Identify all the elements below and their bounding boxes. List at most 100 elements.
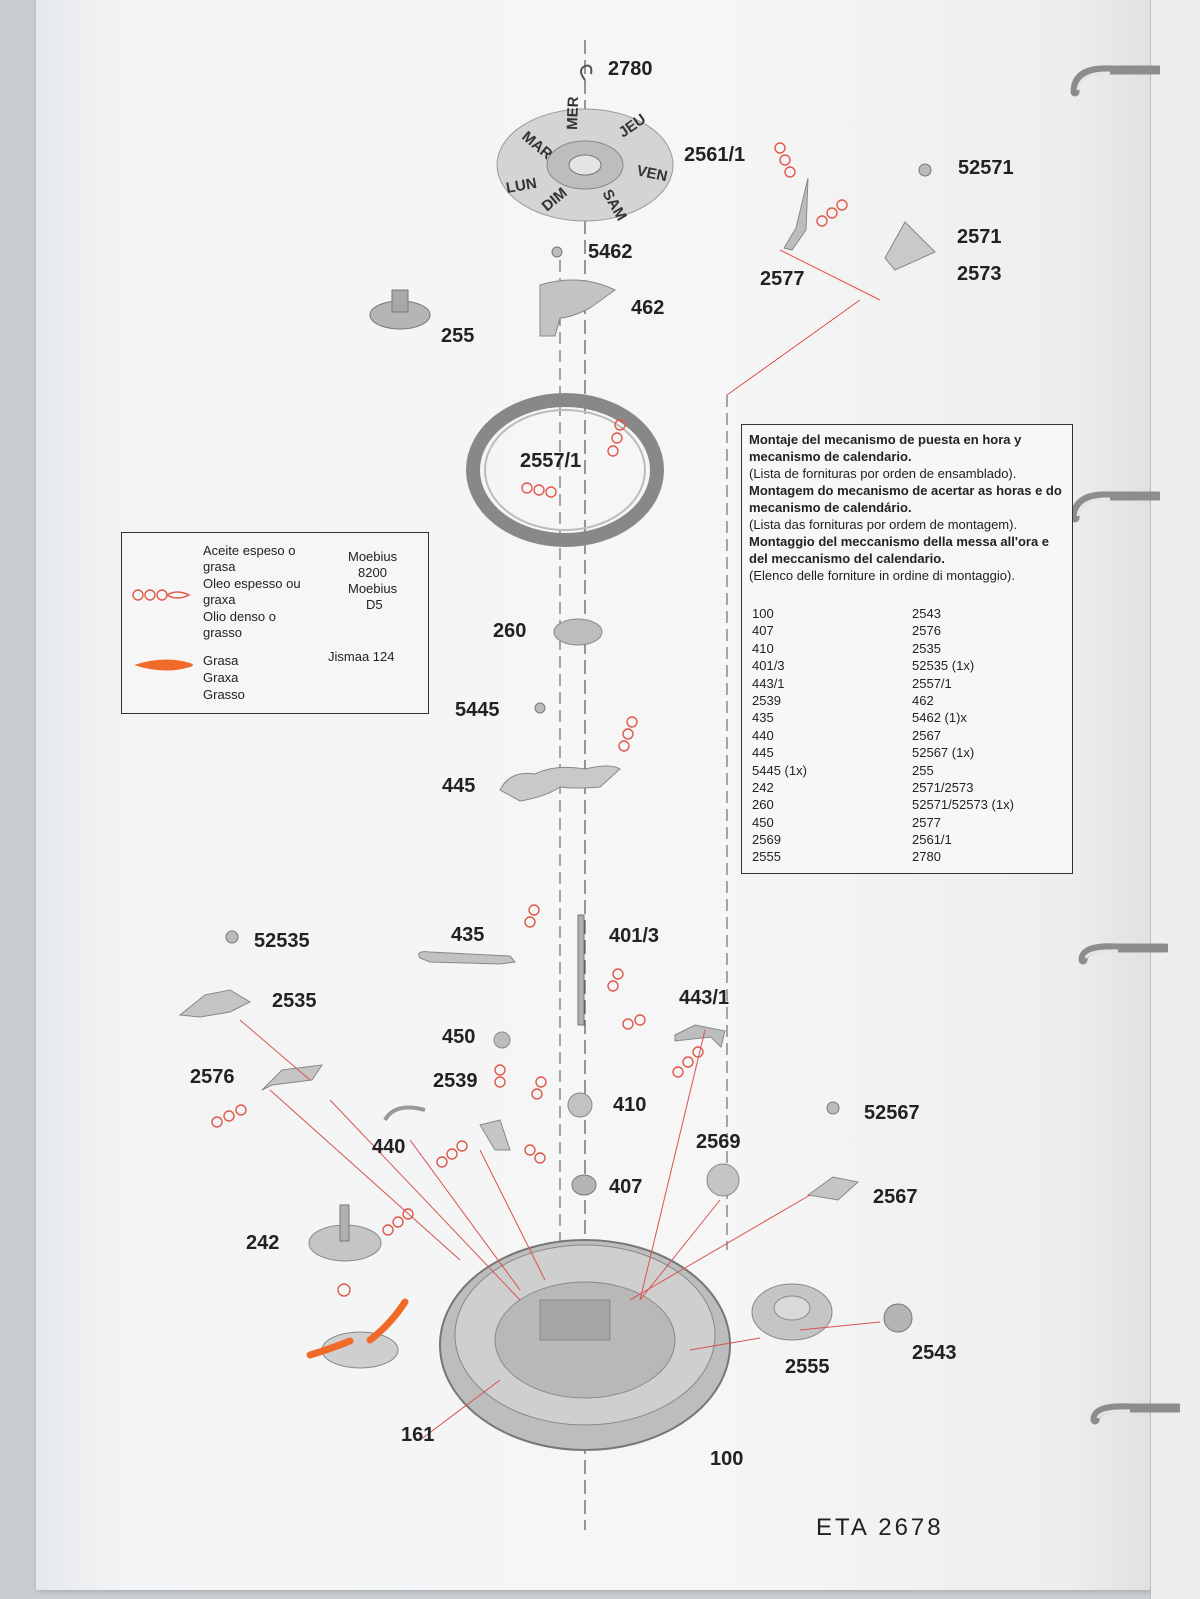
guide-line: [726, 299, 861, 396]
day-dim: DIM: [539, 184, 571, 215]
list-item: 435: [752, 710, 774, 726]
list-item: 407: [752, 623, 774, 639]
screw-52535-icon: [225, 930, 239, 944]
legend-grease-line-3: Grasso: [203, 687, 245, 702]
day-mar: MAR: [518, 128, 555, 163]
list-item: 2557/1: [912, 675, 952, 691]
screw-5445-icon: [534, 702, 546, 714]
part-445-icon: [499, 765, 621, 802]
list-item: 260: [752, 797, 774, 813]
list-item: 2567: [912, 727, 941, 743]
list-item: 5462 (1)x: [912, 710, 967, 726]
parts-list-col-1: 100 407 410 401/3 443/1 2539 435 440 445…: [752, 605, 807, 866]
label-2539: 2539: [433, 1070, 478, 1092]
list-item: 2576: [912, 623, 941, 639]
list-item: 5445 (1x): [752, 762, 807, 778]
label-435: 435: [451, 924, 485, 946]
part-435-icon: [418, 951, 516, 965]
part-2535-icon: [178, 989, 252, 1018]
legend-grease-line-1: Grasa: [203, 653, 239, 668]
part-2576-icon: [261, 1064, 324, 1091]
info-title-es: Montaje del mecanismo de puesta en hora …: [749, 432, 1022, 464]
list-item: 2555: [752, 849, 781, 865]
legend-oil-product-3: Moebius: [348, 581, 398, 596]
day-mer: MER: [564, 96, 582, 130]
label-2567: 2567: [873, 1186, 918, 1208]
list-item: 440: [752, 727, 774, 743]
part-2780-icon: [580, 64, 593, 81]
label-2573: 2573: [957, 263, 1002, 285]
label-2535: 2535: [272, 990, 317, 1012]
label-445: 445: [442, 775, 476, 797]
date-ring-icon: [466, 393, 664, 547]
grease-mark-icon: [306, 1337, 354, 1359]
part-450-icon: [493, 1031, 511, 1049]
legend-oil-line-6: grasso: [203, 625, 243, 640]
list-item: 52571/52573 (1x): [912, 797, 1014, 813]
list-item: 443/1: [752, 675, 785, 691]
screw-5462-icon: [551, 246, 563, 258]
list-item: 2539: [752, 692, 781, 708]
info-sub-es: (Lista de fornituras por orden de ensamb…: [749, 466, 1017, 481]
legend-grease-line-2: Graxa: [203, 670, 239, 685]
list-item: 255: [912, 762, 934, 778]
legend-grease-product: Jismaa 124: [328, 649, 395, 664]
legend-oil-product-4: D5: [366, 597, 383, 612]
label-5462: 5462: [588, 241, 633, 263]
guide-lines-red: [239, 1019, 881, 1441]
list-item: 401/3: [752, 658, 785, 674]
movement-caliber-title: ETA 2678: [816, 1514, 944, 1541]
label-2576: 2576: [190, 1066, 235, 1088]
part-443-1-icon: [674, 1024, 726, 1048]
list-item: 445: [752, 745, 774, 761]
list-item: 52535 (1x): [912, 658, 975, 674]
label-2571: 2571: [957, 226, 1002, 248]
legend-oil-product-1: Moebius: [348, 549, 398, 564]
screw-52567-icon: [826, 1101, 840, 1115]
binder-ring-2: [1070, 491, 1160, 523]
part-2571-icon: [884, 221, 936, 271]
legend-oil-product-2: 8200: [358, 565, 387, 580]
part-2569-icon: [706, 1163, 740, 1197]
next-page-edge: [1150, 0, 1200, 1599]
info-sub-it: (Elenco delle forniture in ordine di mon…: [749, 568, 1015, 583]
label-407: 407: [609, 1176, 643, 1198]
part-440-icon: [383, 1105, 426, 1122]
label-255: 255: [441, 325, 475, 347]
info-header: Montaje del mecanismo de puesta en hora …: [749, 431, 1067, 584]
list-item: 462: [912, 692, 934, 708]
list-item: 2780: [912, 849, 941, 865]
legend-oil-line-2: grasa: [203, 559, 236, 574]
label-2780: 2780: [608, 58, 653, 80]
list-item: 2561/1: [912, 832, 952, 848]
part-2543-icon: [883, 1303, 913, 1333]
part-260-icon: [553, 618, 603, 646]
list-item: 2535: [912, 640, 941, 656]
legend-oil-line-1: Aceite espeso o: [203, 543, 296, 558]
day-lun: LUN: [505, 175, 538, 197]
list-item: 242: [752, 779, 774, 795]
guide-line-2577: [779, 249, 881, 301]
list-item: 450: [752, 814, 774, 830]
label-52567: 52567: [864, 1102, 920, 1124]
label-410: 410: [613, 1094, 647, 1116]
lubrication-legend: Aceite espeso o grasa Oleo espesso ou gr…: [121, 532, 429, 714]
part-407-icon: [571, 1174, 597, 1196]
label-2561-1: 2561/1: [684, 144, 746, 166]
binder-ring-3: [1078, 943, 1168, 965]
list-item: 2571/2573: [912, 779, 974, 795]
list-item: 2543: [912, 606, 941, 621]
part-462-icon: [539, 279, 616, 337]
list-item: 52567 (1x): [912, 745, 975, 761]
label-100: 100: [710, 1448, 744, 1470]
label-401-3: 401/3: [609, 925, 660, 947]
parts-list-col-2: 2543 2576 2535 52535 (1x) 2557/1 462 546…: [912, 605, 1014, 866]
label-2557-1: 2557/1: [520, 450, 582, 472]
oil-markers: [211, 142, 848, 1297]
oil-symbol-icon: [132, 589, 191, 601]
grease-mark-icon-2: [366, 1298, 409, 1344]
label-2543: 2543: [912, 1342, 957, 1364]
part-2567-icon: [806, 1176, 860, 1201]
legend-oil-line-3: Oleo espesso ou: [203, 576, 301, 591]
list-item: 2569: [752, 832, 781, 848]
